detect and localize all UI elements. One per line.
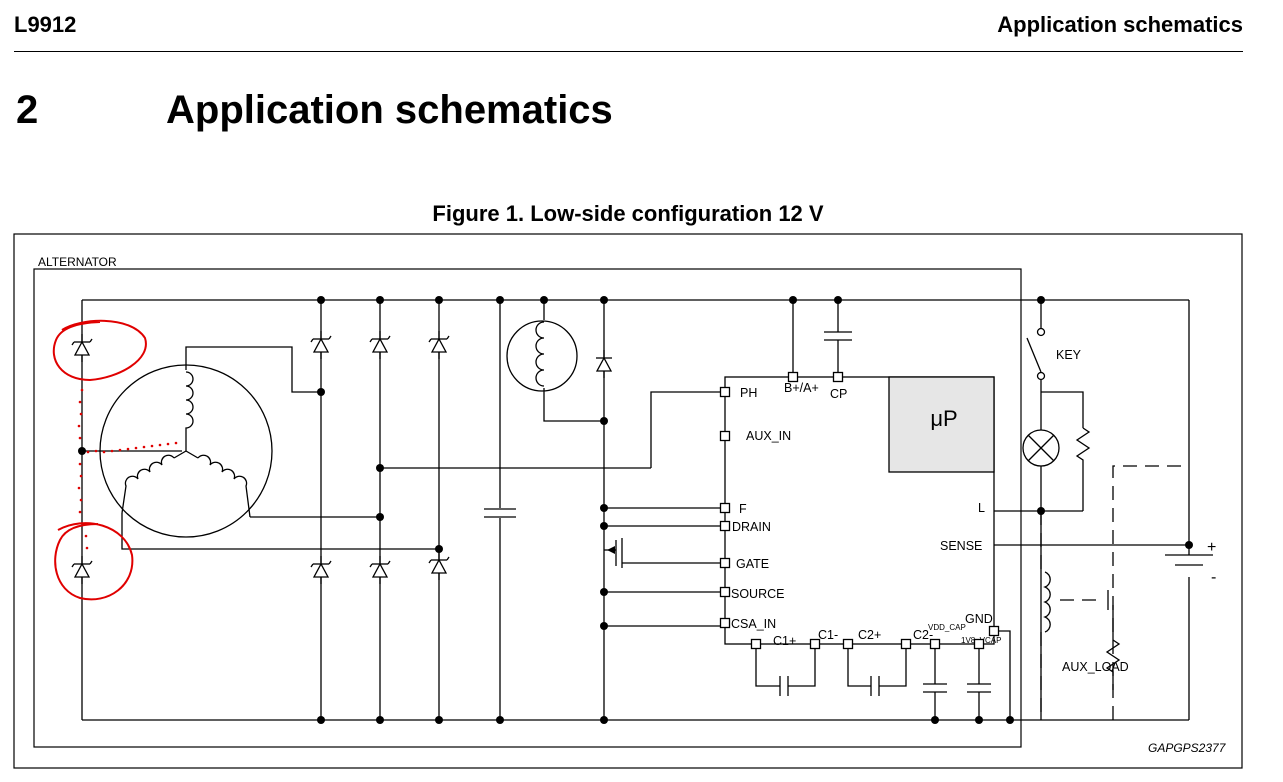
microprocessor-block xyxy=(888,376,995,473)
lamp-cross xyxy=(1027,434,1055,462)
chip-pin-labels: PH AUX_IN F DRAIN GATE SOURCE CSA_IN B+/… xyxy=(731,381,993,648)
mosfet-arrow xyxy=(607,546,615,554)
key-label: KEY xyxy=(1056,348,1082,362)
microprocessor-label: μP xyxy=(930,406,957,431)
pin-c1p-label: C1+ xyxy=(773,634,796,648)
red-annotation-circles xyxy=(52,319,147,601)
pin-c2p-label: C2+ xyxy=(858,628,881,642)
pin-c1m-label: C1- xyxy=(818,628,838,642)
pin-gnd-label: GND xyxy=(965,612,993,626)
figure-frame xyxy=(13,233,1243,769)
header-doc-id: L9912 xyxy=(14,12,77,37)
battery xyxy=(1165,554,1213,566)
junction-dots xyxy=(78,296,1193,724)
bulk-capacitor xyxy=(484,508,516,518)
aux-load-dashed xyxy=(1040,465,1189,720)
stator-circle xyxy=(99,364,273,538)
aux-relay-contact xyxy=(1105,590,1121,690)
pin-drain-label: DRAIN xyxy=(732,520,771,534)
figure-code: GAPGPS2377 xyxy=(1148,741,1227,755)
aux-load-label: AUX_LOAD xyxy=(1062,660,1129,674)
section-title: Application schematics xyxy=(166,88,613,132)
pin-f-label: F xyxy=(739,502,747,516)
pin-ph-label: PH xyxy=(740,386,757,400)
aux-relay-coil xyxy=(1043,571,1051,633)
red-annotation-dots xyxy=(77,388,178,550)
pin-gate-label: GATE xyxy=(736,557,769,571)
pin-l-label: L xyxy=(978,501,985,515)
key-contact-top xyxy=(1036,327,1046,337)
pin-cp-label: CP xyxy=(830,387,847,401)
field-coil-circle xyxy=(506,320,578,392)
pin-aux-in-label: AUX_IN xyxy=(746,429,791,443)
key-contact-bottom xyxy=(1036,371,1046,381)
pin-vdd-cap-label: VDD_CAP xyxy=(928,623,966,632)
pin-c2m-label: C2- xyxy=(913,628,933,642)
battery-minus: - xyxy=(1211,569,1216,586)
stator-windings xyxy=(121,371,251,518)
pin-b-plus-label: B+/A+ xyxy=(784,381,819,395)
field-coil-winding xyxy=(535,321,545,387)
figure-caption: Figure 1. Low-side configuration 12 V xyxy=(432,201,824,226)
header-section-name: Application schematics xyxy=(997,12,1243,37)
alternator-label: ALTERNATOR xyxy=(38,255,117,269)
rectifier-diodes xyxy=(71,330,613,585)
pin-sense-label: SENSE xyxy=(940,539,982,553)
pin-csa-in-label: CSA_IN xyxy=(731,617,776,631)
header-rule xyxy=(14,51,1243,52)
battery-plus: + xyxy=(1207,539,1216,556)
section-number: 2 xyxy=(16,88,39,132)
pin-source-label: SOURCE xyxy=(731,587,784,601)
alternator-box xyxy=(33,268,1022,748)
